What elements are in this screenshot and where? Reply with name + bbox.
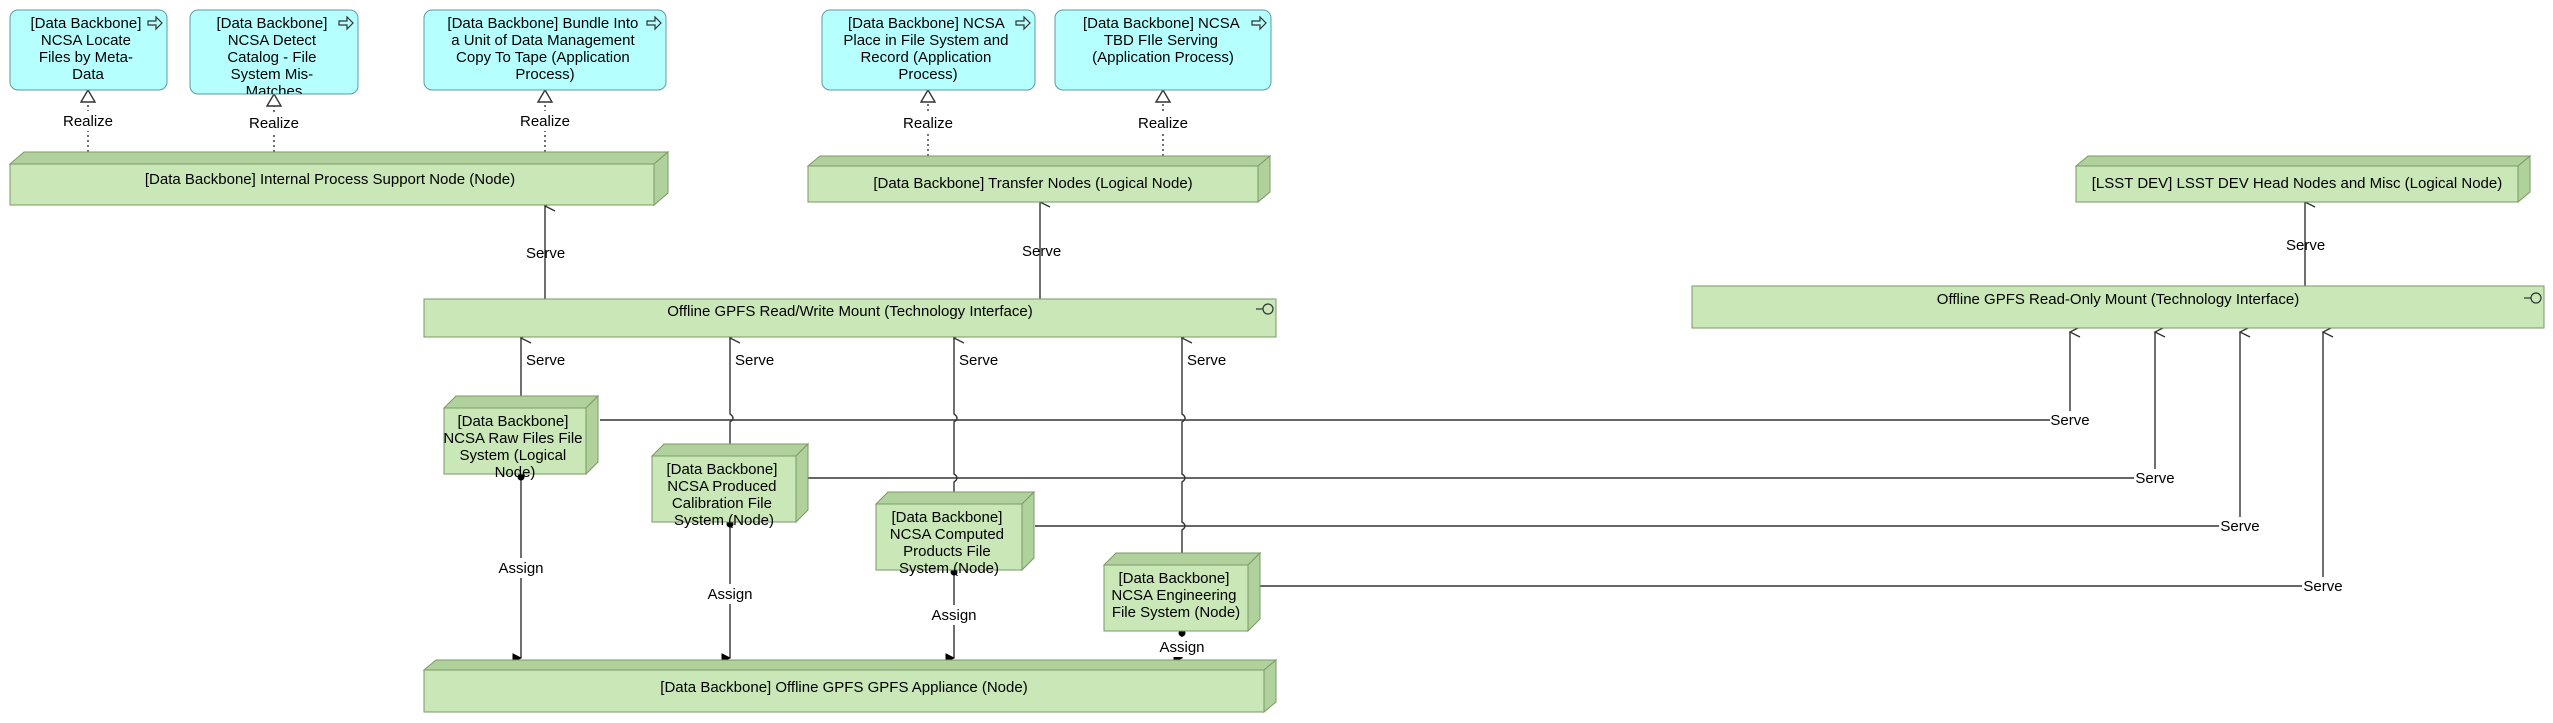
node-internal-process-support[interactable]: [Data Backbone] Internal Process Support… [8,150,670,207]
svg-text:[Data Backbone] Bundle Into: [Data Backbone] Bundle Into a Unit of Da… [447,15,642,83]
serve-label: Serve [526,352,565,369]
svg-text:Offline GPFS Read/Write Mount: Offline GPFS Read/Write Mount (Technolog… [667,303,1032,320]
svg-text:Offline GPFS Read-Only Mount (: Offline GPFS Read-Only Mount (Technology… [1937,291,2299,308]
process-bundle-into-unit[interactable]: [Data Backbone] Bundle Into a Unit of Da… [423,9,667,91]
serve-edge [730,338,733,444]
svg-text:[Data Backbone] Transfer Nodes: [Data Backbone] Transfer Nodes (Logical … [873,175,1192,192]
serve-label: Serve [526,245,565,262]
realize-label: Realize [1138,115,1188,132]
serve-label: Serve [2050,412,2089,429]
serve-label: Serve [959,352,998,369]
serve-label: Serve [2303,578,2342,595]
process-ncsa-tbd-file-serving[interactable]: [Data Backbone] NCSA TBD FIle Serving (A… [1054,9,1272,91]
svg-text:[Data Backbone] NCSA C: [Data Backbone] NCSA Computed Products F… [890,509,1008,577]
node-offline-gpfs-appliance[interactable]: [Data Backbone] Offline GPFS GPFS Applia… [422,658,1278,714]
realize-edge [265,92,283,152]
serve-edge [1260,332,2323,587]
realize-label: Realize [520,113,570,130]
process-arrow-icon [338,15,354,31]
assign-label: Assign [1159,639,1204,656]
serve-edge [954,338,957,492]
node-transfer-nodes[interactable]: [Data Backbone] Transfer Nodes (Logical … [806,154,1272,204]
realize-label: Realize [903,115,953,132]
svg-text:[Data Backbone] NCSA E: [Data Backbone] NCSA Engineering File Sy… [1111,570,1240,621]
serve-label: Serve [735,352,774,369]
assign-label: Assign [931,607,976,624]
realize-label: Realize [63,113,113,130]
process-arrow-icon [1015,15,1031,31]
node-ncsa-computed-products-fs[interactable]: [Data Backbone] NCSA Computed Products F… [874,490,1036,577]
realize-label: Realize [249,115,299,132]
interface-gpfs-read-write[interactable]: Offline GPFS Read/Write Mount (Technolog… [423,298,1277,338]
svg-text:[Data Backbone] NCSA L: [Data Backbone] NCSA Locate Files by Met… [30,15,145,83]
svg-text:[Data Backbone] Internal Proce: [Data Backbone] Internal Process Support… [145,171,515,188]
svg-text:[LSST DEV] LSST DEV Head Nodes: [LSST DEV] LSST DEV Head Nodes and Misc … [2092,175,2502,192]
process-ncsa-place-in-fs[interactable]: [Data Backbone] NCSA Place in File Syste… [821,9,1036,91]
svg-text:[Data Backbone] NCSA P: [Data Backbone] NCSA Place in File Syste… [843,15,1012,83]
process-ncsa-detect-catalog[interactable]: [Data Backbone] NCSA Detect Catalog - Fi… [189,9,359,100]
process-arrow-icon [147,15,163,31]
svg-text:[Data Backbone] NCSA R: [Data Backbone] NCSA Raw Files File Syst… [443,413,586,481]
interface-gpfs-read-only[interactable]: Offline GPFS Read-Only Mount (Technology… [1691,285,2545,329]
serve-label: Serve [2286,237,2325,254]
svg-text:[Data Backbone] NCSA T: [Data Backbone] NCSA TBD FIle Serving (A… [1083,15,1243,66]
process-arrow-icon [1251,15,1267,31]
serve-edge [808,332,2155,479]
node-ncsa-calibration-fs[interactable]: [Data Backbone] NCSA Produced Calibratio… [650,442,810,529]
assign-label: Assign [707,586,752,603]
interface-lollipop-icon [2524,292,2542,304]
node-lsst-dev-head-nodes[interactable]: [LSST DEV] LSST DEV Head Nodes and Misc … [2074,154,2532,204]
interface-lollipop-icon [1256,303,1274,315]
process-arrow-icon [646,15,662,31]
serve-edge [1182,338,1185,553]
process-ncsa-locate-files[interactable]: [Data Backbone] NCSA Locate Files by Met… [9,9,168,91]
serve-label: Serve [2220,518,2259,535]
node-ncsa-raw-files-fs[interactable]: [Data Backbone] NCSA Raw Files File Syst… [442,394,600,481]
svg-text:[Data Backbone] NCSA D: [Data Backbone] NCSA Detect Catalog - Fi… [216,15,331,100]
serve-label: Serve [2135,470,2174,487]
svg-text:[Data Backbone] Offline GPFS G: [Data Backbone] Offline GPFS GPFS Applia… [660,679,1027,696]
svg-text:[Data Backbone] NCSA P: [Data Backbone] NCSA Produced Calibratio… [666,461,781,529]
node-ncsa-engineering-fs[interactable]: [Data Backbone] NCSA Engineering File Sy… [1102,551,1262,633]
assign-label: Assign [498,560,543,577]
serve-label: Serve [1187,352,1226,369]
serve-label: Serve [1022,243,1061,260]
serve-edge [600,332,2070,421]
